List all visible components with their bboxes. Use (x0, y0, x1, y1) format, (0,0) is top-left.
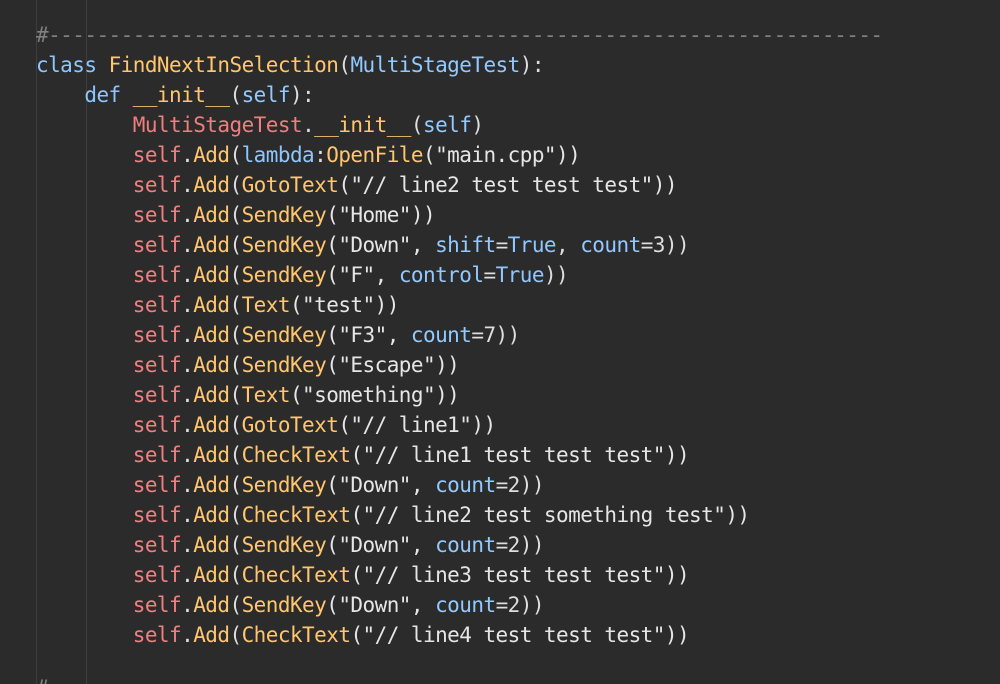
super-init-line: MultiStageTest.__init__(self) (132, 113, 484, 137)
code-line-7: self.Add(SendKey("F3", count=7)) (132, 323, 521, 347)
code-line-3: self.Add(SendKey("Home")) (132, 203, 436, 227)
code-line-2: self.Add(GotoText("// line2 test test te… (132, 173, 678, 197)
code-line-5: self.Add(SendKey("F", control=True)) (132, 263, 569, 287)
code-line-15: self.Add(CheckText("// line3 test test t… (132, 563, 690, 587)
code-line-12: self.Add(SendKey("Down", count=2)) (132, 473, 545, 497)
code-line-13: self.Add(CheckText("// line2 test someth… (132, 503, 750, 527)
indent-guide (86, 0, 87, 684)
code-line-16: self.Add(SendKey("Down", count=2)) (132, 593, 545, 617)
code-line-17: self.Add(CheckText("// line4 test test t… (132, 623, 690, 647)
indent-guide (36, 0, 37, 684)
separator-comment-line: #---------------------------------------… (36, 23, 883, 47)
code-line-11: self.Add(CheckText("// line1 test test t… (132, 443, 690, 467)
code-line-10: self.Add(GotoText("// line1")) (132, 413, 496, 437)
code-line-4: self.Add(SendKey("Down", shift=True, cou… (132, 233, 690, 257)
code-line-8: self.Add(SendKey("Escape")) (132, 353, 460, 377)
code-line-6: self.Add(Text("test")) (132, 293, 400, 317)
code-line-1: self.Add(lambda:OpenFile("main.cpp")) (132, 143, 581, 167)
code-line-9: self.Add(Text("something")) (132, 383, 460, 407)
code-line-14: self.Add(SendKey("Down", count=2)) (132, 533, 545, 557)
partial-next-line: # (36, 676, 49, 684)
init-definition-line: def __init__(self): (36, 83, 315, 107)
class-definition-line: class FindNextInSelection(MultiStageTest… (36, 53, 544, 77)
